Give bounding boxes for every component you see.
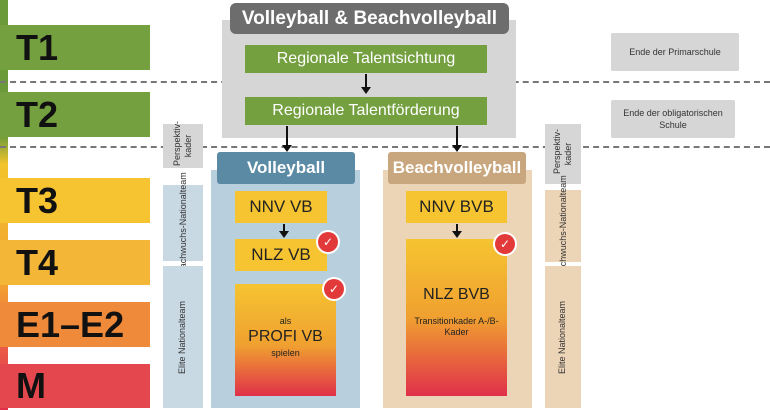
regionale-talentsichtung-box: Regionale Talentsichtung <box>245 45 487 73</box>
nnv-vb-box: NNV VB <box>235 191 327 223</box>
arrow-nnv-to-nlz-vb <box>279 224 289 238</box>
volleyball-header: Volleyball <box>217 152 355 184</box>
profi-vb-als: als <box>279 316 292 326</box>
arrow-to-beachvolleyball <box>452 126 462 152</box>
left-elite-label: Elite Nationalteam <box>163 266 203 408</box>
beachvolleyball-header: Beachvolleyball <box>388 152 526 184</box>
nlz-bvb-box <box>406 239 507 396</box>
right-nachwuchs-text: Nachwuchs-Nationalteam <box>557 174 568 278</box>
regionale-talentfoerderung-box: Regionale Talentförderung <box>245 97 487 125</box>
main-title: Volleyball & Beachvolleyball <box>230 3 509 34</box>
left-perspektivkader-label: Perspektiv-kader <box>163 120 203 168</box>
note-ende-primarschule: Ende der Primarschule <box>611 33 739 71</box>
separator-obligatorische-schule <box>0 146 770 148</box>
profi-vb-title: PROFI VB <box>248 328 323 345</box>
left-elite-text: Elite Nationalteam <box>177 300 188 374</box>
stage-t1: T1 <box>0 25 150 70</box>
swiss-volley-logo-nlz-vb: ✓ <box>318 232 338 252</box>
stage-t4: T4 <box>0 240 150 285</box>
right-perspektivkader-label: Perspektiv-kader <box>545 124 581 184</box>
arrow-to-volleyball <box>282 126 292 152</box>
right-elite-label: Elite Nationalteam <box>545 266 581 408</box>
stage-t2: T2 <box>0 92 150 137</box>
nlz-bvb-title: NLZ BVB <box>423 286 490 303</box>
left-nachwuchs-label: Nachwuchs-Nationalteam <box>163 172 203 274</box>
nlz-vb-box: NLZ VB <box>235 239 327 271</box>
stage-t3: T3 <box>0 178 150 223</box>
stage-m: M <box>0 364 150 408</box>
nlz-bvb-subtext: Transitionkader A-/B-Kader <box>414 316 499 337</box>
swiss-volley-logo-profi-vb: ✓ <box>324 279 344 299</box>
arrow-nnv-to-nlz-bvb <box>452 224 462 238</box>
profi-vb-spielen: spielen <box>271 348 300 358</box>
stage-e1-e2: E1–E2 <box>0 302 150 347</box>
left-nachwuchs-text: Nachwuchs-Nationalteam <box>177 171 188 275</box>
left-perspektivkader-text: Perspektiv-kader <box>172 120 193 166</box>
profi-vb-box <box>235 284 336 396</box>
right-perspektivkader-text: Perspektiv-kader <box>552 128 573 174</box>
arrow-sichtung-to-foerderung <box>361 74 371 94</box>
swiss-volley-logo-nlz-bvb: ✓ <box>495 234 515 254</box>
right-elite-text: Elite Nationalteam <box>557 300 568 374</box>
nnv-bvb-box: NNV BVB <box>406 191 507 223</box>
note-ende-obligatorische-schule: Ende der obligatorischen Schule <box>611 100 735 138</box>
right-nachwuchs-label: Nachwuchs-Nationalteam <box>545 175 581 277</box>
